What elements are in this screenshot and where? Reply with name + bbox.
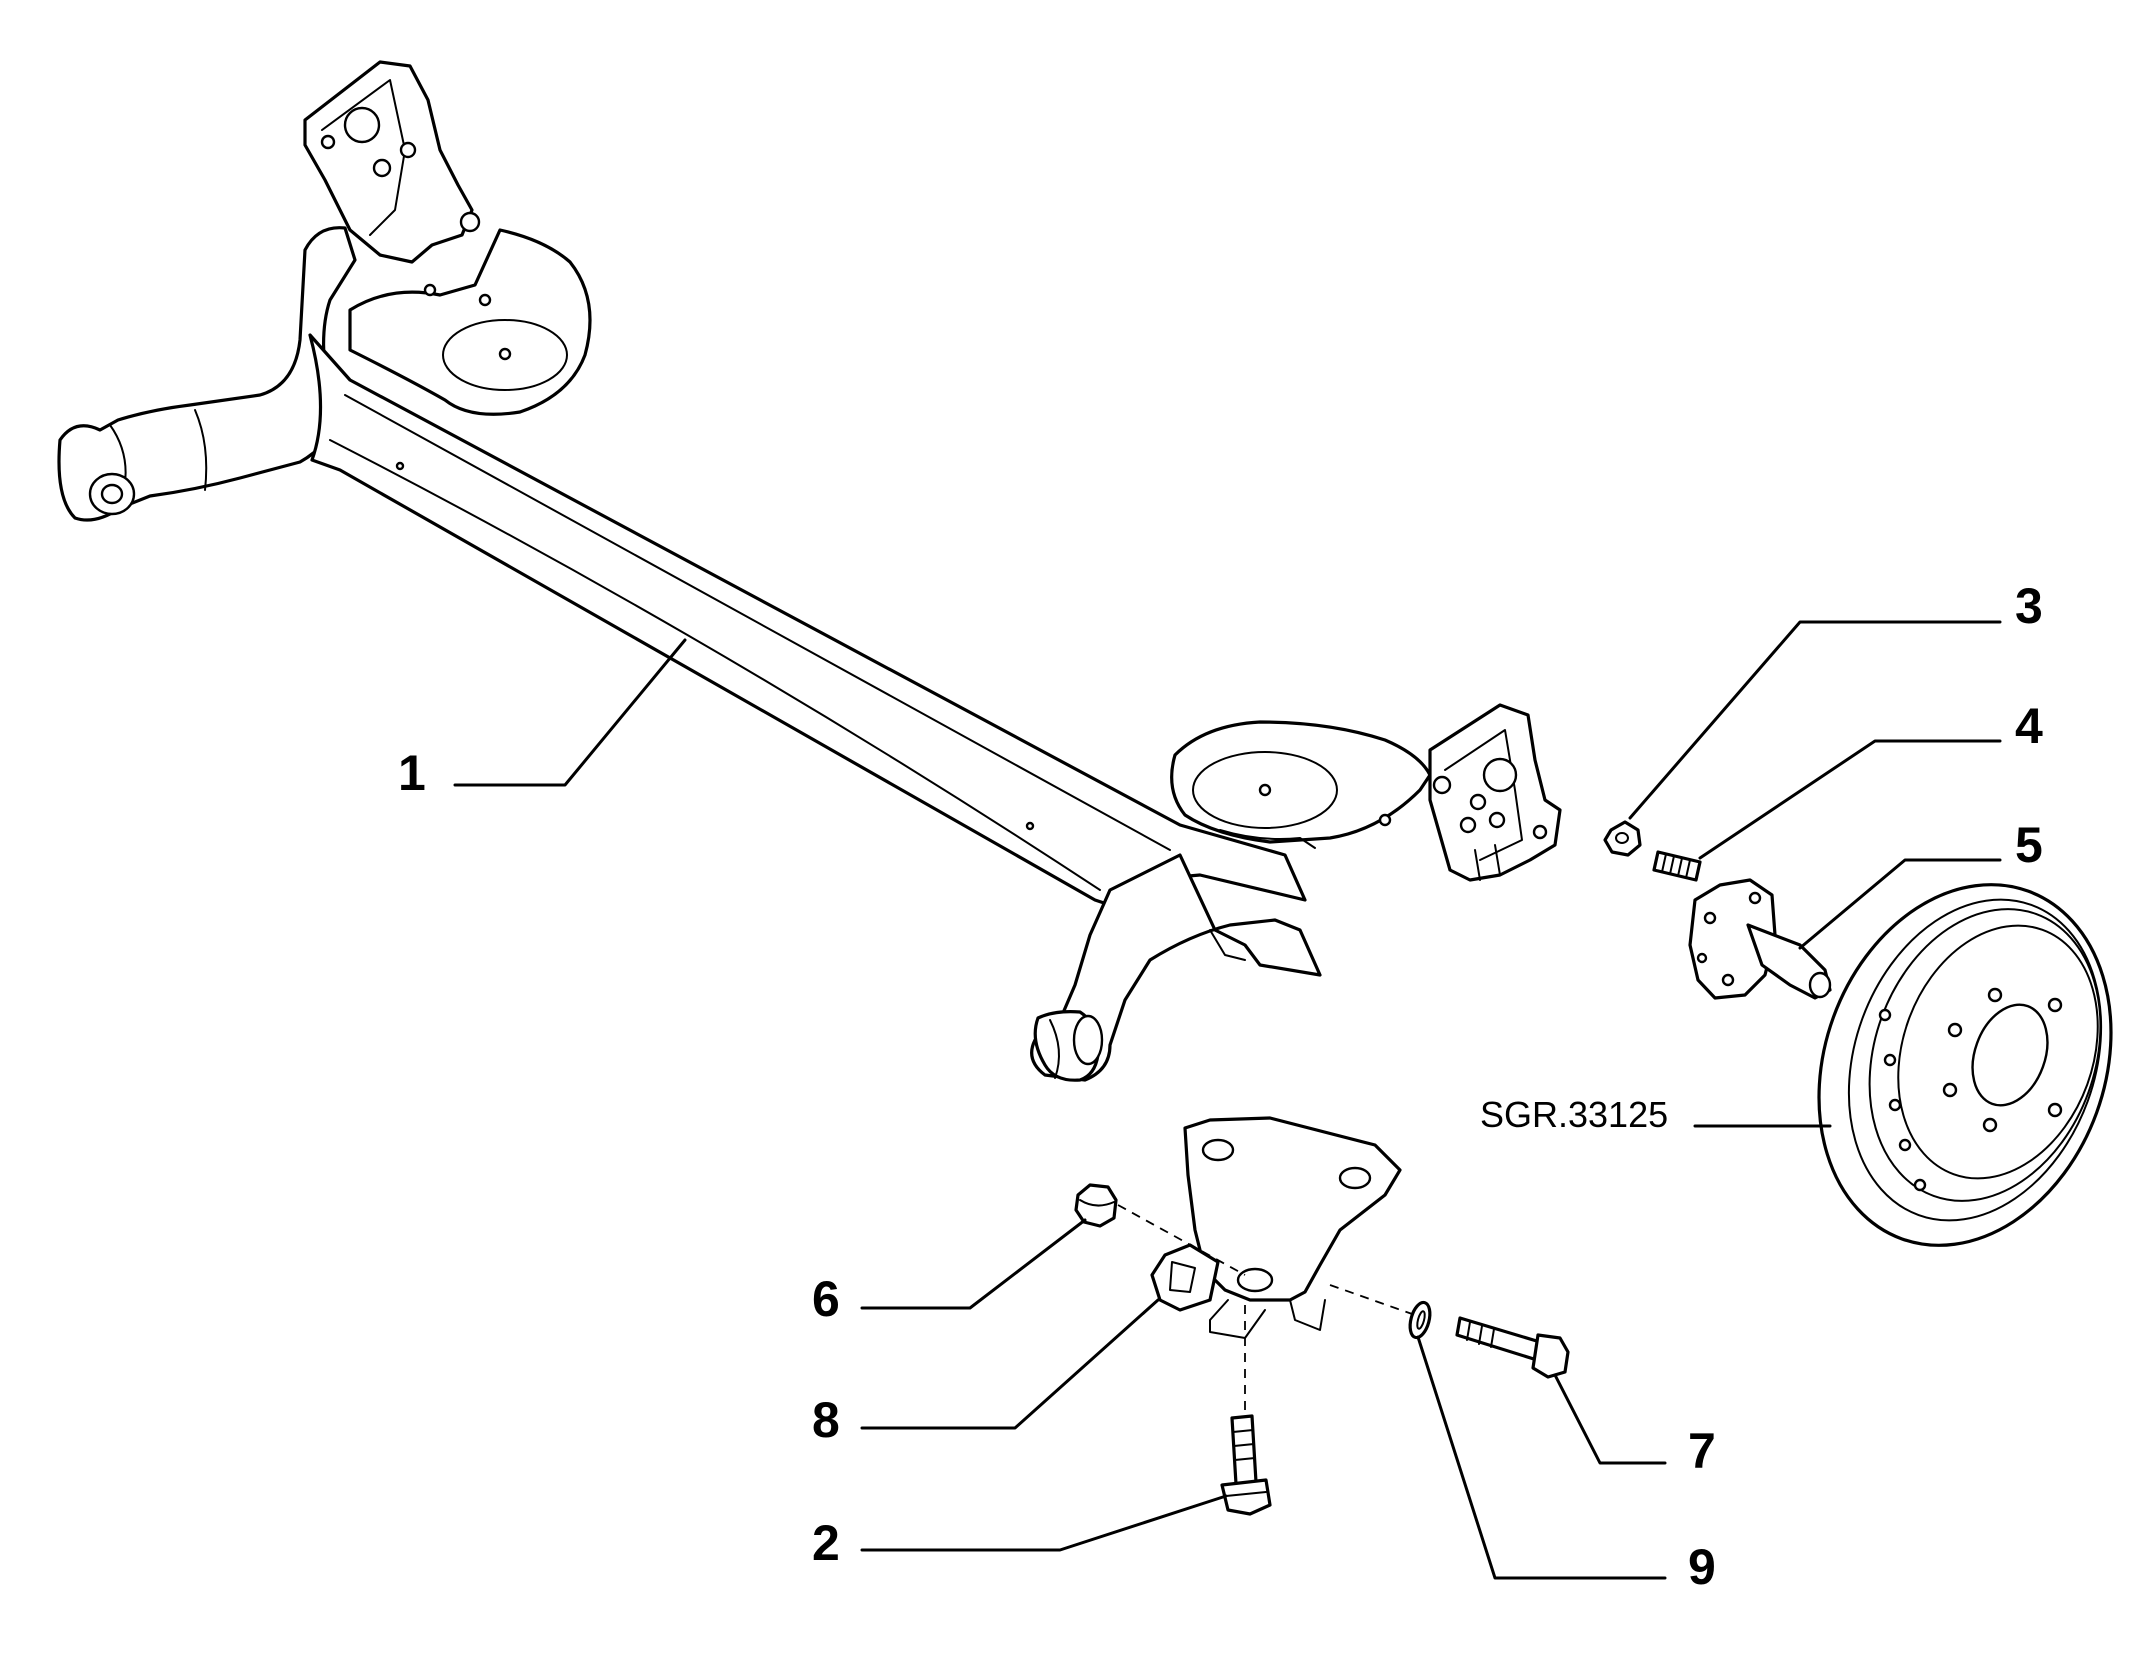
leader-lines: [453, 620, 2002, 1580]
rear-axle-beam[interactable]: [57, 60, 1562, 1082]
leader-8: [860, 1298, 1160, 1430]
washer[interactable]: [1407, 1300, 1434, 1340]
callout-4: 4: [2015, 698, 2043, 754]
callout-3: 3: [2015, 578, 2043, 634]
callout-7: 7: [1688, 1423, 1716, 1479]
leader-3: [1628, 620, 2002, 820]
leader-9: [1416, 1335, 1667, 1580]
leader-2: [860, 1494, 1228, 1552]
brake-drum[interactable]: [1770, 843, 2146, 1286]
assembly-lines: [1117, 1204, 1416, 1416]
bracket-bolt[interactable]: [1220, 1414, 1272, 1516]
callout-2: 2: [812, 1515, 840, 1571]
wheel-hub-spindle[interactable]: [1688, 878, 1832, 1000]
callout-5: 5: [2015, 817, 2043, 873]
callout-8: 8: [812, 1392, 840, 1448]
callout-labels: 1 2 3 4 5 6 7 8 9 SGR.33125: [398, 578, 2043, 1595]
callout-1: 1: [398, 745, 426, 801]
hub-stud[interactable]: [1652, 850, 1702, 882]
leader-5: [1798, 858, 2002, 950]
callout-9: 9: [1688, 1539, 1716, 1595]
mounting-bolt[interactable]: [1455, 1316, 1570, 1379]
nut[interactable]: [1074, 1183, 1118, 1228]
leader-1: [453, 638, 687, 787]
callout-6: 6: [812, 1271, 840, 1327]
mounting-bracket[interactable]: [1150, 1116, 1402, 1339]
hub-nut[interactable]: [1603, 820, 1642, 857]
leader-7: [1553, 1373, 1667, 1465]
leader-6: [860, 1218, 1087, 1310]
leader-4: [1698, 739, 2002, 860]
reference-label: SGR.33125: [1480, 1094, 1668, 1135]
